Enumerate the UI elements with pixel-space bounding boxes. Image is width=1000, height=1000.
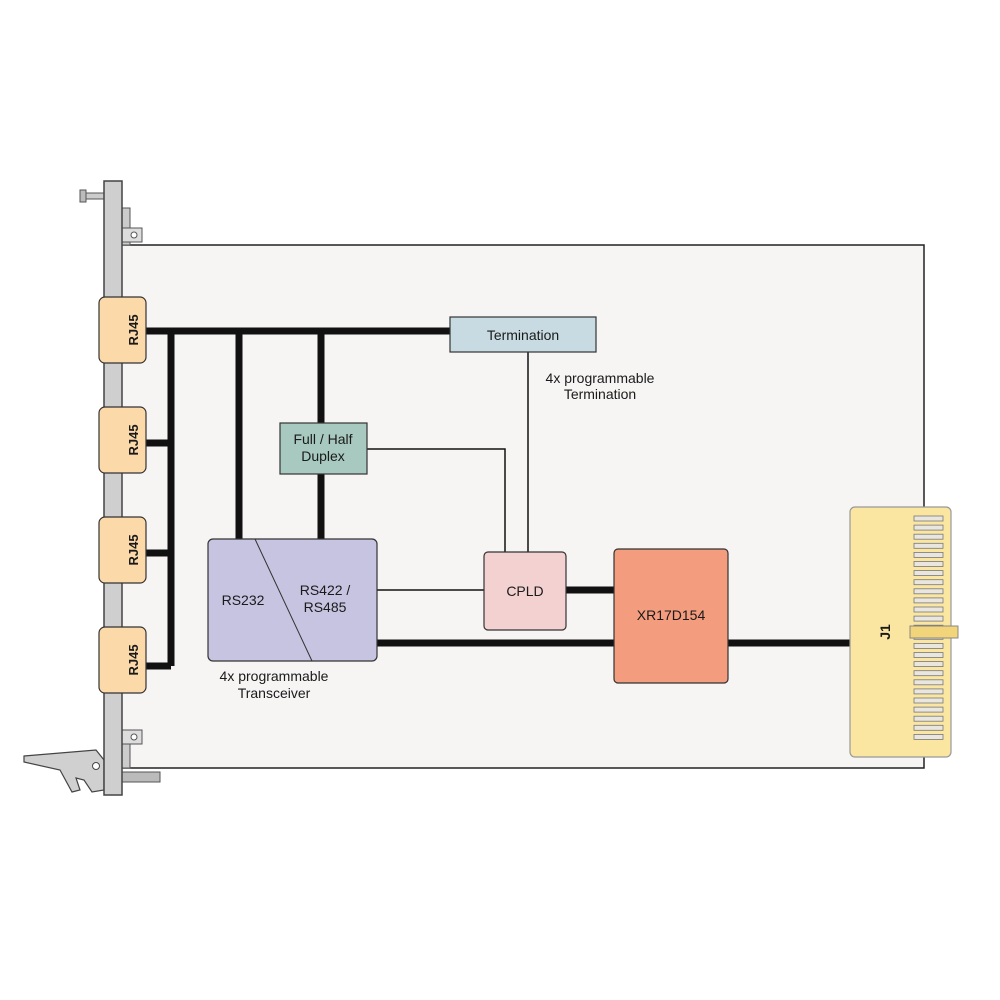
- rj45-label-2: RJ45: [126, 424, 141, 455]
- j1-pin: [913, 670, 944, 677]
- rj45-label-1: RJ45: [126, 314, 141, 345]
- j1-pin: [913, 688, 944, 695]
- j1-pin: [913, 652, 944, 658]
- rj45-label-3: RJ45: [126, 534, 141, 565]
- j1-pin: [913, 643, 944, 649]
- j1-pin: [913, 570, 944, 576]
- j1-pin: [913, 515, 944, 522]
- cpld-label: CPLD: [506, 583, 543, 599]
- j1-pin: [913, 552, 944, 558]
- j1-pin: [913, 561, 944, 567]
- transceiver-rs485-label: RS485: [304, 599, 347, 615]
- j1-pin: [913, 606, 944, 613]
- termination-note-line1: 4x programmable: [546, 370, 655, 386]
- cpld-block: CPLD: [483, 551, 567, 631]
- j1-pin: [913, 715, 944, 722]
- rj45-connector-4: RJ45: [98, 626, 147, 694]
- transceiver-rs422-label: RS422 /: [300, 582, 351, 598]
- termination-block: Termination: [449, 316, 597, 353]
- transceiver-note-line1: 4x programmable: [220, 668, 329, 684]
- duplex-label-line2: Duplex: [301, 448, 345, 464]
- transceiver-rs232-label: RS232: [222, 592, 265, 608]
- j1-pin: [913, 734, 944, 740]
- j1-pin: [913, 661, 944, 667]
- bus-lines: [146, 327, 852, 670]
- j1-label: J1: [877, 624, 893, 640]
- rj45-connector-1: RJ45: [98, 296, 147, 364]
- termination-label: Termination: [487, 327, 559, 343]
- j1-pin: [913, 724, 944, 731]
- j1-pin: [913, 588, 944, 595]
- control-lines: [367, 352, 529, 591]
- j1-pin: [913, 697, 944, 704]
- j1-pin: [913, 524, 944, 531]
- rj45-label-4: RJ45: [126, 644, 141, 675]
- j1-pin: [913, 679, 944, 686]
- uart-block: XR17D154: [613, 548, 729, 684]
- j1-pin: [913, 542, 944, 549]
- j1-connector: J1: [849, 506, 959, 758]
- j1-pin: [913, 615, 944, 622]
- transceiver-block: RS232 RS422 / RS485: [207, 538, 378, 662]
- j1-pin: [913, 533, 944, 540]
- j1-pin: [913, 579, 944, 586]
- uart-label: XR17D154: [637, 607, 706, 623]
- rj45-connector-2: RJ45: [98, 406, 147, 474]
- transceiver-note-line2: Transceiver: [238, 685, 311, 701]
- duplex-label-line1: Full / Half: [293, 431, 352, 447]
- termination-note-line2: Termination: [564, 386, 636, 402]
- rj45-connector-3: RJ45: [98, 516, 147, 584]
- front-panel-bar: [103, 180, 123, 796]
- j1-pin: [913, 706, 944, 713]
- duplex-block: Full / Half Duplex: [279, 422, 368, 475]
- j1-pin: [913, 597, 944, 604]
